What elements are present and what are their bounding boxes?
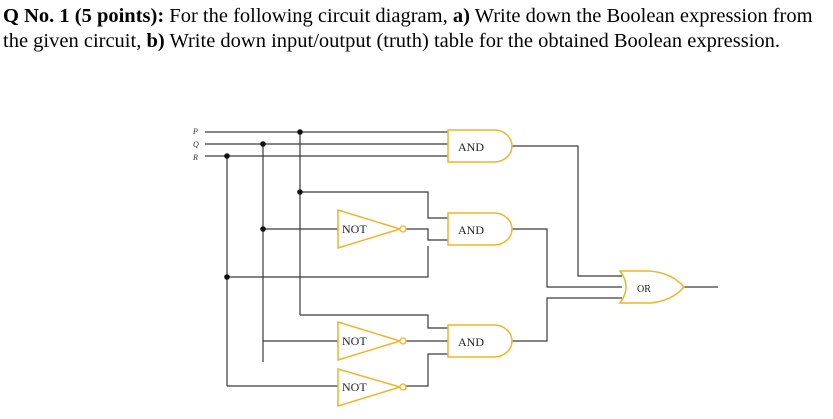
junction-dot [260,141,266,147]
input-label-p: P [192,127,198,136]
not-gate-2-label: NOT [342,334,367,348]
wire-and2-out [512,228,622,288]
not-gate-1: NOT [337,208,407,250]
and-gate-3: AND [447,324,513,358]
and-gate-2: AND [447,212,513,246]
wire-not3-out [406,353,448,387]
not-gate-3: NOT [337,368,407,408]
question-intro: For the following circuit diagram, [164,5,453,27]
wire-r-to-and2 [227,246,429,278]
input-label-r: R [192,153,198,162]
not-gate-3-label: NOT [342,380,367,394]
wire-p-to-not2 [300,314,448,329]
junctions [224,129,303,280]
and-gate-1: AND [447,129,513,163]
wire-p-to-and2 [300,191,448,219]
junction-dot [297,189,303,195]
junction-dot [260,226,266,232]
part-a-marker: a) [452,5,470,27]
part-b-marker: b) [146,30,165,52]
wire-not1-out [406,228,448,241]
wire-and3-out [512,297,622,342]
junction-dot [224,153,230,159]
junction-dot [297,129,303,135]
wires [205,131,718,387]
input-label-q: Q [193,140,199,149]
or-gate: OR [618,270,685,304]
part-b-text: Write down input/output (truth) table fo… [164,30,781,52]
and-gate-2-label: AND [458,223,484,237]
question-number: Q No. 1 (5 points): [3,5,165,27]
part-a-text: Write down the Boolean expression from t… [3,5,813,52]
not-gate-2: NOT [337,320,407,362]
not-gate-1-label: NOT [342,222,367,236]
question-text: Q No. 1 (5 points): For the following ci… [3,4,831,54]
junction-dot [224,274,230,280]
wire-and1-out [512,145,622,277]
and-gate-1-label: AND [458,140,484,154]
or-gate-label: OR [637,284,651,295]
and-gate-3-label: AND [458,335,484,349]
